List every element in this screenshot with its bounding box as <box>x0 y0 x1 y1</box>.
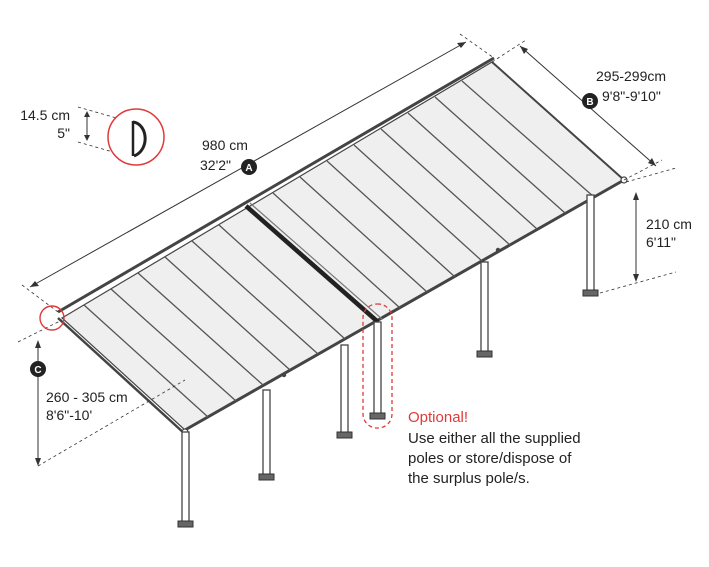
note-line: Use either all the supplied <box>408 430 581 447</box>
note-line: the surplus pole/s. <box>408 470 530 487</box>
marker-c <box>30 361 46 377</box>
roof <box>57 56 628 436</box>
gutter-bracket <box>495 247 501 253</box>
length-imperial: 32'2" <box>200 157 231 173</box>
marker-b-label: B <box>586 97 593 108</box>
marker-a-label: A <box>245 163 252 174</box>
post <box>582 194 599 297</box>
center-joint-beam-shadow <box>249 202 383 320</box>
post <box>177 431 194 528</box>
roof-rib <box>164 256 291 371</box>
front-height-metric: 260 - 305 cm <box>46 389 128 405</box>
depth-metric: 295-299cm <box>596 68 666 84</box>
post <box>476 261 493 358</box>
marker-c-label: C <box>34 365 41 376</box>
left-fascia <box>57 317 186 435</box>
wall-beam <box>57 56 495 314</box>
corner-detail-circle <box>39 305 65 331</box>
profile-detail-circle <box>107 108 165 166</box>
roof-rib <box>83 304 209 418</box>
gutter-profile-icon <box>132 120 147 158</box>
roof-rib <box>461 80 595 198</box>
roof-rib <box>326 160 456 278</box>
roof-ribs <box>83 80 595 418</box>
roof-rib <box>137 272 264 386</box>
marker-a <box>241 159 257 175</box>
roof-rib <box>407 112 538 230</box>
roof-rib <box>272 192 401 309</box>
roof-rib <box>380 128 511 246</box>
profile-height-metric: 14.5 cm <box>20 107 70 123</box>
center-joint-beam <box>244 204 380 324</box>
back-height-dimension <box>599 167 677 294</box>
optional-post <box>369 321 386 420</box>
roof-rib <box>110 288 237 402</box>
post <box>258 389 275 481</box>
right-fascia <box>491 61 625 181</box>
roof-rib <box>434 96 566 214</box>
roof-rib <box>218 224 346 340</box>
roof-rib <box>191 240 319 355</box>
back-height-imperial: 6'11" <box>646 234 676 250</box>
note-line: poles or store/dispose of <box>408 450 572 467</box>
roof-rib <box>353 144 483 262</box>
front-height-imperial: 8'6"-10' <box>46 407 92 423</box>
back-height-metric: 210 cm <box>646 216 692 232</box>
gutter-bracket <box>281 372 287 378</box>
roof-rib <box>299 176 428 293</box>
marker-b <box>582 93 598 109</box>
post <box>336 344 353 439</box>
optional-post-highlight <box>362 303 393 429</box>
front-gutter <box>184 178 625 432</box>
length-metric: 980 cm <box>202 137 248 153</box>
profile-detail <box>39 106 165 331</box>
depth-imperial: 9'8"-9'10" <box>602 88 661 104</box>
posts <box>177 194 599 528</box>
note-title: Optional! <box>408 409 468 426</box>
profile-height-imperial: 5" <box>57 125 70 141</box>
